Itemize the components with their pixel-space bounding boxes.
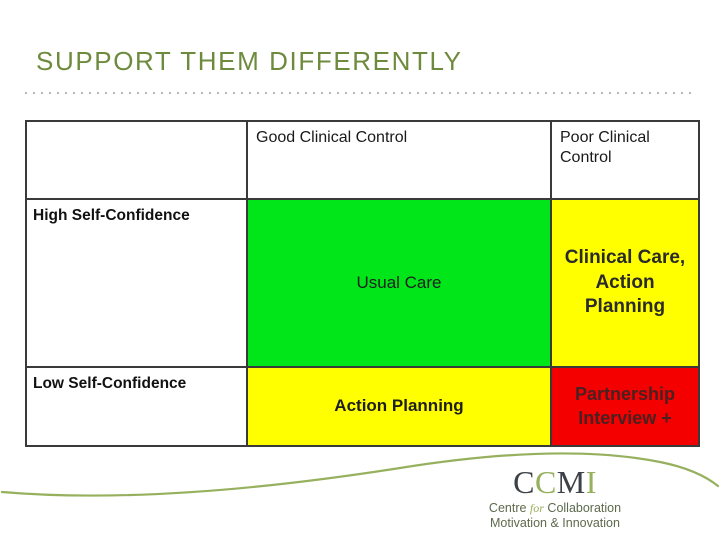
support-matrix-table: Good Clinical Control Poor Clinical Cont… [25,120,700,447]
cell-high-poor-clinical-care-action-planning: Clinical Care, Action Planning [550,198,700,368]
ccmi-tagline: Centre for Collaboration Motivation & In… [455,501,655,531]
row-label-high-self-confidence: High Self-Confidence [33,207,190,224]
logo-letter-c2: C [534,464,557,500]
header-cell-good-clinical-control: Good Clinical Control [246,120,552,200]
row-label-low-self-confidence: Low Self-Confidence [33,375,187,392]
table-row-high-self-confidence: High Self-Confidence Usual Care Clinical… [25,198,700,368]
cell-high-good-usual-care: Usual Care [246,198,552,368]
ccmi-tagline-line-1: Centre for Collaboration [455,501,655,516]
cell-low-poor-partnership-interview: Partnership Interview + [550,366,700,447]
header-cell-poor-clinical-control: Poor Clinical Control [550,120,700,200]
tagline-centre-text: Centre [488,501,530,515]
header-good-clinical-control-label: Good Clinical Control [256,129,408,146]
row-label-cell-high-self-confidence: High Self-Confidence [25,198,248,368]
logo-letter-c1: C [513,464,535,500]
title-divider [25,92,692,94]
tagline-collaboration-text: Collaboration [543,501,622,515]
ccmi-wordmark: CCMI [455,466,655,498]
header-poor-clinical-control-label: Poor Clinical Control [560,129,650,167]
cell-text-usual-care: Usual Care [356,272,442,292]
table-header-row: Good Clinical Control Poor Clinical Cont… [25,120,700,200]
ccmi-logo: CCMI Centre for Collaboration Motivation… [455,466,655,531]
cell-low-good-action-planning: Action Planning [246,366,552,447]
table-row-low-self-confidence: Low Self-Confidence Action Planning Part… [25,366,700,447]
cell-text-partnership-interview: Partnership Interview + [574,384,676,428]
logo-letter-m: M [556,464,586,500]
page-title: SUPPORT THEM DIFFERENTLY [36,46,463,76]
tagline-for-script: for [529,501,544,515]
header-cell-empty [25,120,248,200]
row-label-cell-low-self-confidence: Low Self-Confidence [25,366,248,447]
header-empty-label [27,122,246,198]
cell-text-clinical-care-action-planning: Clinical Care, Action Planning [564,246,686,318]
ccmi-tagline-line-2: Motivation & Innovation [490,515,620,530]
cell-text-action-planning: Action Planning [334,396,464,416]
logo-letter-i: I [585,464,597,500]
